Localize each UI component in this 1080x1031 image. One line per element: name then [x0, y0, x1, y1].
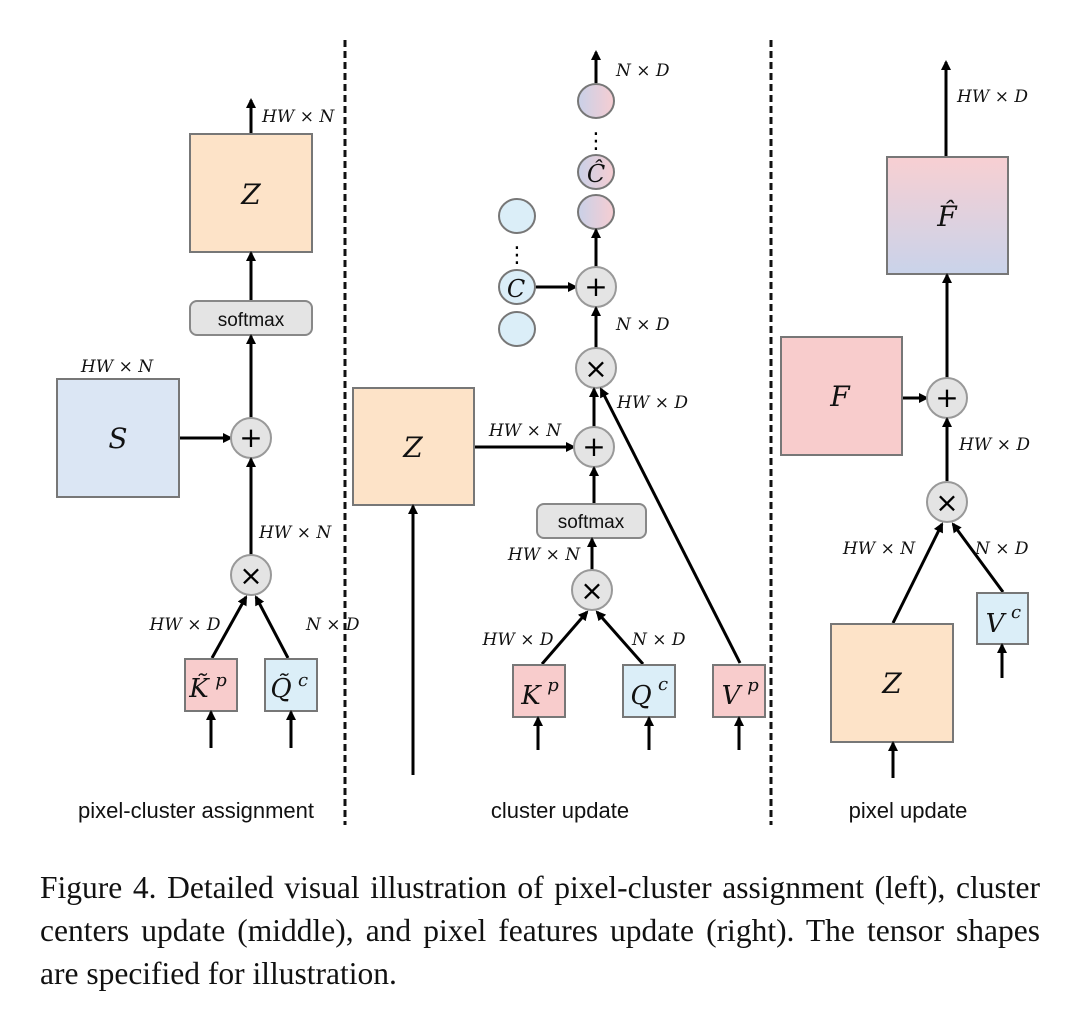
- dim-label: HW × D: [616, 393, 688, 413]
- s-matrix-box: [56, 378, 180, 498]
- times-icon: ×: [239, 559, 262, 592]
- dim-label: HW × N: [488, 421, 562, 441]
- arrow-k-to-times: [210, 595, 248, 659]
- c-hat-label: Ĉ: [587, 159, 605, 188]
- dim-label: N × D: [631, 630, 686, 650]
- k-superscript: p: [215, 670, 227, 691]
- c-label: C: [507, 275, 525, 303]
- times-icon: ×: [584, 352, 607, 385]
- query-box: [622, 664, 676, 718]
- z-matrix-box: [352, 387, 475, 506]
- panel-pixel-cluster-assignment: HW × N Z softmax HW × N S + HW × N × HW …: [56, 98, 360, 823]
- multiply-operator: [571, 569, 613, 611]
- k-tilde-label: K̃: [188, 673, 210, 704]
- q-superscript: c: [298, 670, 308, 691]
- v-superscript: c: [1011, 602, 1021, 623]
- softmax-label: softmax: [218, 310, 285, 331]
- plus-icon: +: [584, 270, 607, 303]
- v-superscript: p: [747, 675, 759, 696]
- multiply-operator: [230, 554, 272, 596]
- k-label: K: [520, 681, 542, 711]
- softmax-label: softmax: [558, 512, 625, 533]
- q-superscript: c: [658, 674, 668, 695]
- arrow-k-to-times: [540, 610, 589, 665]
- dim-label: HW × N: [80, 357, 154, 377]
- key-box: [512, 664, 566, 718]
- dim-label: HW × D: [482, 630, 554, 650]
- cluster-center-node: [498, 269, 536, 305]
- updated-center-node: [577, 194, 615, 230]
- panel-label: cluster update: [491, 798, 629, 823]
- plus-icon: +: [582, 430, 605, 463]
- plus-icon: +: [935, 381, 958, 414]
- arrow-q-to-times: [254, 595, 290, 659]
- q-label: Q: [630, 681, 651, 711]
- q-tilde-label: Q̃: [270, 673, 291, 704]
- value-box: [712, 664, 766, 718]
- arrow-z-to-times: [891, 522, 944, 624]
- ellipsis-icon: ⋮: [506, 243, 528, 268]
- times-icon: ×: [935, 486, 958, 519]
- z-label: Z: [402, 431, 423, 464]
- dim-label: HW × N: [261, 107, 335, 127]
- dim-label: N × D: [305, 615, 360, 635]
- dim-label: HW × D: [956, 87, 1028, 107]
- s-label: S: [108, 422, 127, 455]
- dim-label: N × D: [974, 539, 1029, 559]
- z-matrix-box: [830, 623, 954, 743]
- v-label: V: [986, 609, 1007, 639]
- updated-center-node: [577, 83, 615, 119]
- k-tilde-box: [184, 658, 238, 712]
- z-label: Z: [881, 667, 902, 700]
- dim-label: HW × N: [842, 539, 916, 559]
- k-superscript: p: [547, 675, 559, 696]
- f-hat-label: F̂: [936, 200, 958, 233]
- panel-label: pixel-cluster assignment: [78, 798, 314, 823]
- plus-icon: +: [239, 421, 262, 454]
- dim-label: HW × D: [958, 435, 1030, 455]
- cluster-center-node: [498, 198, 536, 234]
- dim-label: HW × D: [149, 615, 221, 635]
- panel-pixel-update: HW × D F̂ F + HW × D × HW × N N × D Z V …: [780, 60, 1030, 823]
- times-icon: ×: [580, 574, 603, 607]
- cluster-center-node: [498, 311, 536, 347]
- ellipsis-icon: ⋮: [585, 129, 607, 154]
- figure-caption: Figure 4. Detailed visual illustration o…: [40, 870, 1040, 991]
- multiply-operator: [926, 481, 968, 523]
- architecture-diagram: HW × N Z softmax HW × N S + HW × N × HW …: [56, 40, 1030, 825]
- dim-label: HW × N: [258, 523, 332, 543]
- dim-label: N × D: [615, 315, 670, 335]
- dim-label: HW × N: [507, 545, 581, 565]
- z-label: Z: [240, 178, 261, 211]
- q-tilde-box: [264, 658, 318, 712]
- f-box: [780, 336, 903, 456]
- arrow-v-to-times: [599, 387, 742, 664]
- updated-center-node: [577, 154, 615, 190]
- arrow-q-to-times: [595, 610, 645, 665]
- dim-label: N × D: [615, 61, 670, 81]
- z-matrix-box: [189, 133, 313, 253]
- panel-cluster-update: N × D ⋮ Ĉ ⋮ C + N × D × HW × D Z: [352, 50, 766, 823]
- panel-label: pixel update: [849, 798, 968, 823]
- f-label: F: [829, 380, 851, 413]
- arrow-v-to-times: [951, 522, 1005, 593]
- v-label: V: [722, 681, 743, 711]
